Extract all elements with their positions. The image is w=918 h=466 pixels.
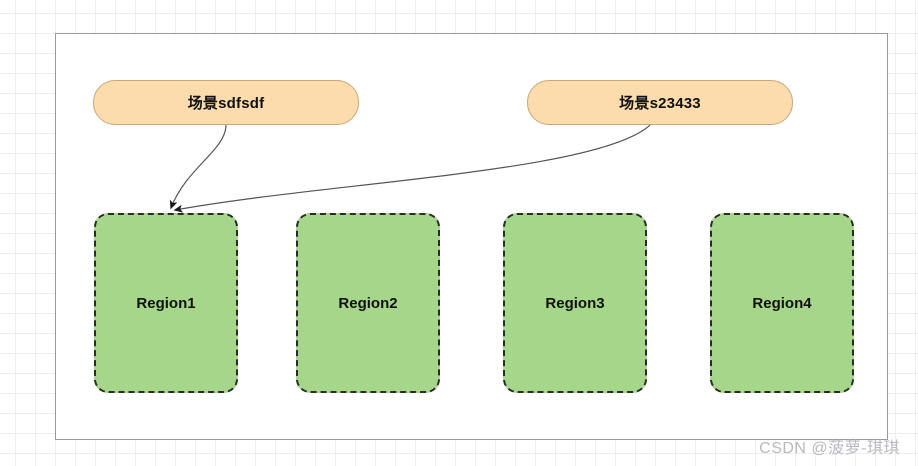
- region-node-3[interactable]: Region3: [503, 213, 647, 393]
- region-node-1-label: Region1: [136, 294, 196, 312]
- scene-node-1[interactable]: 场景sdfsdf: [93, 80, 359, 125]
- region-node-1[interactable]: Region1: [94, 213, 238, 393]
- region-node-2[interactable]: Region2: [296, 213, 440, 393]
- scene-node-2-label: 场景s23433: [619, 95, 701, 112]
- watermark-text: CSDN @菠萝-琪琪: [759, 440, 900, 457]
- region-node-4-label: Region4: [752, 294, 812, 312]
- scene-node-2[interactable]: 场景s23433: [527, 80, 793, 125]
- region-node-3-label: Region3: [545, 294, 605, 312]
- scene-node-1-label: 场景sdfsdf: [187, 95, 265, 112]
- region-node-4[interactable]: Region4: [710, 213, 854, 393]
- region-node-2-label: Region2: [338, 294, 398, 312]
